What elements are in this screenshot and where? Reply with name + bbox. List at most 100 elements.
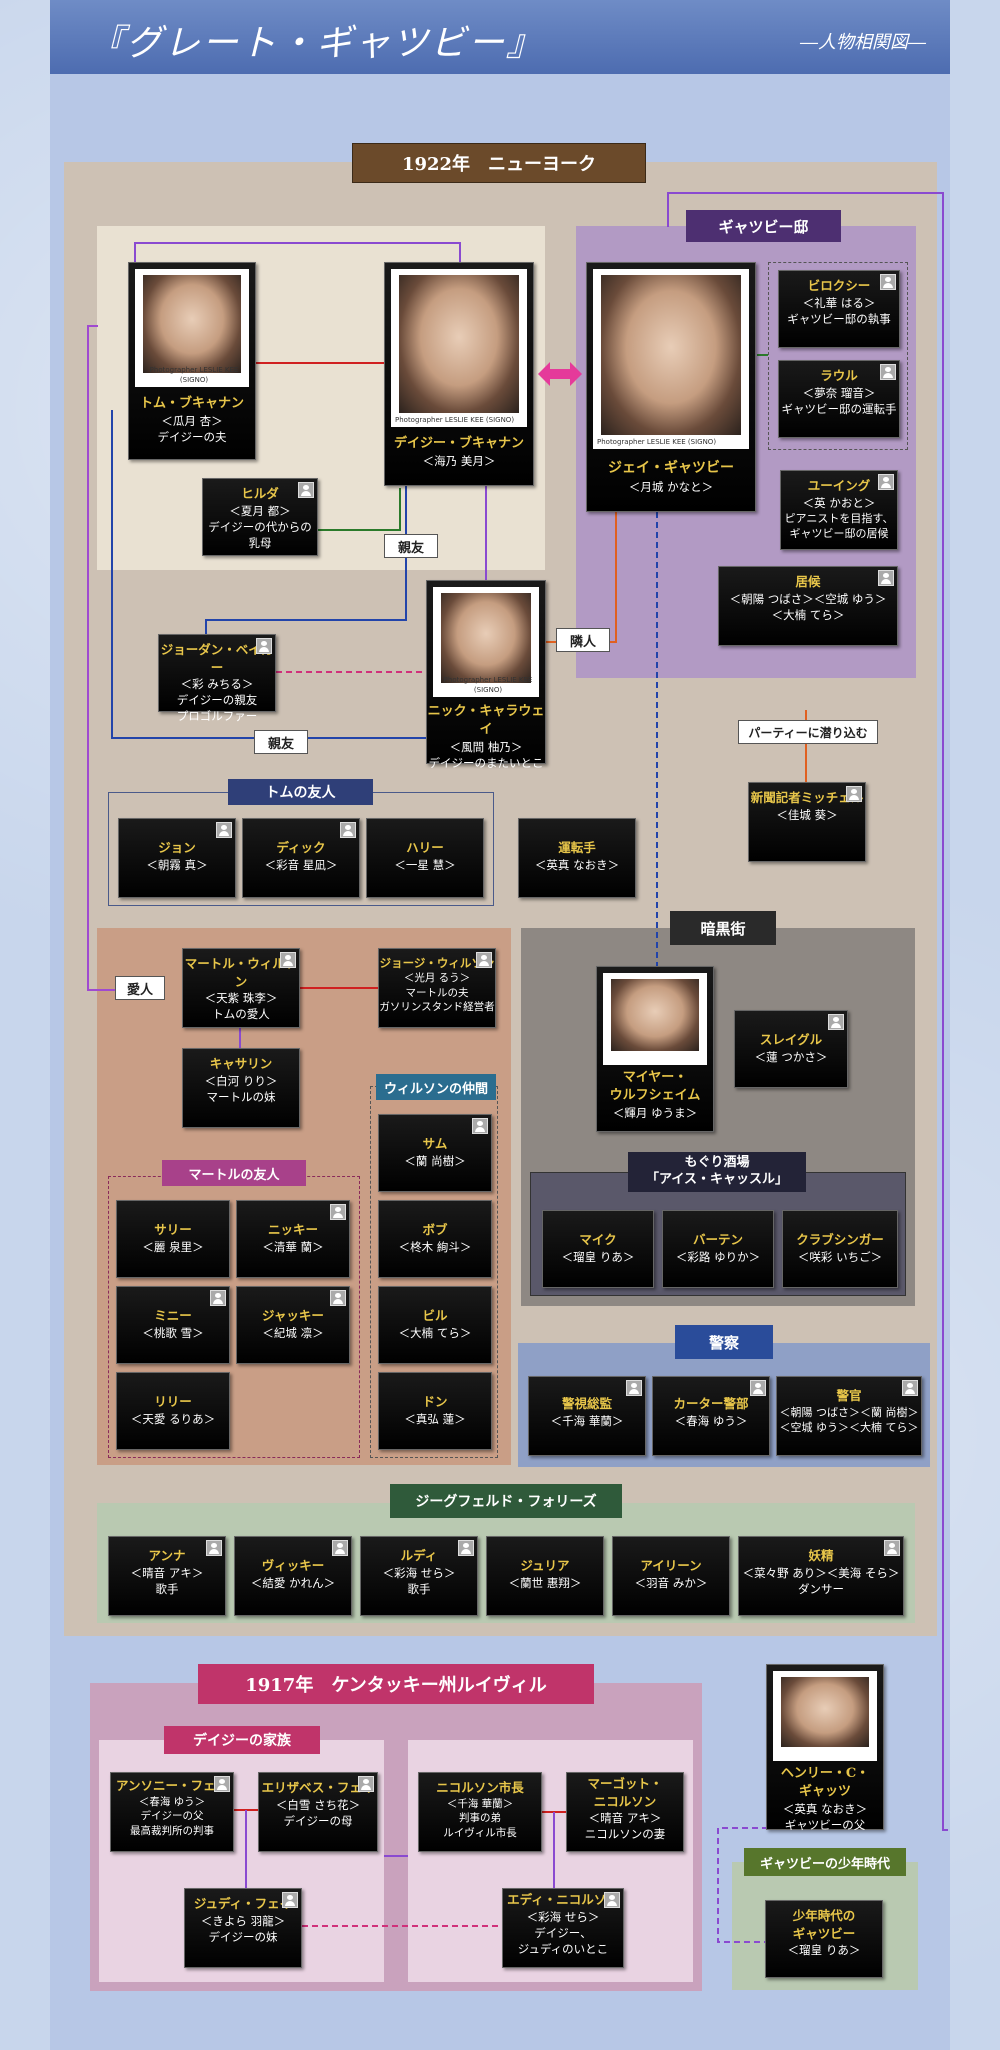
user-icon: [902, 1380, 918, 1396]
gatsby-house-title: ギャツビー邸: [686, 210, 841, 242]
character-card-don[interactable]: ドン＜真弘 蓮＞: [378, 1372, 492, 1450]
tom-nick-blue-line: [111, 410, 434, 739]
character-card-hilda[interactable]: ヒルダ＜夏月 都＞デイジーの代からの 乳母: [202, 478, 318, 556]
character-card-ewing[interactable]: ユーイング＜英 かおと＞ピアニストを目指す、 ギャツビー邸の居候: [780, 470, 898, 550]
character-card-sally[interactable]: サリー＜麗 泉里＞: [116, 1200, 230, 1278]
character-card-slagle[interactable]: スレイグル＜蓮 つかさ＞: [734, 1010, 848, 1088]
character-card-clubsinger[interactable]: クラブシンガー＜咲彩 いちご＞: [782, 1210, 898, 1288]
character-card-minnie[interactable]: ミニー＜桃歌 雪＞: [116, 1286, 230, 1364]
character-card-officers[interactable]: 警官＜朝陽 つばさ＞＜蘭 尚樹＞＜空城 ゆう＞＜大楠 てら＞: [776, 1376, 922, 1456]
character-card-harry[interactable]: ハリー＜一星 慧＞: [366, 818, 484, 898]
user-icon: [330, 1204, 346, 1220]
character-card-ruby[interactable]: ルディ＜彩海 せら＞歌手: [360, 1536, 478, 1616]
character-card-margot[interactable]: マーゴット・ ニコルソン＜晴音 アキ＞ニコルソンの妻: [566, 1772, 684, 1852]
top-purple-line: [134, 242, 461, 262]
character-card-daisy[interactable]: Photographer LESLIE KEE (SIGNO) デイジー・ブキャ…: [384, 262, 534, 486]
portrait-gatsby: Photographer LESLIE KEE (SIGNO): [593, 269, 749, 449]
user-icon: [214, 1776, 230, 1792]
character-card-mitchell[interactable]: 新聞記者ミッチェル＜佳城 葵＞: [748, 782, 866, 862]
user-icon: [846, 786, 862, 802]
young-gatsby-title: ギャツビーの少年時代: [744, 1848, 906, 1876]
label-jordan-best-friend: 親友: [254, 730, 308, 754]
henry-younggatsby-line: [717, 1827, 768, 1943]
label-party: パーティーに潜り込む: [738, 720, 878, 744]
user-icon: [828, 1014, 844, 1030]
character-card-fairy[interactable]: 妖精＜菜々野 あり＞＜美海 そら＞ダンサー: [738, 1536, 904, 1616]
tom-myrtle-line: [87, 325, 120, 991]
character-card-myrtle[interactable]: マートル・ウィルソン＜天紫 珠李＞トムの愛人: [182, 948, 300, 1028]
character-card-dick[interactable]: ディック＜彩音 星凪＞: [242, 818, 360, 898]
character-card-wolfsheim[interactable]: マイヤー・ ウルフシェイム＜輝月 ゆうま＞: [596, 966, 714, 1132]
character-card-anthony[interactable]: アンソニー・フェイ＜春海 ゆう＞デイジーの父 最高裁判所の判事: [110, 1772, 234, 1852]
user-icon: [880, 364, 896, 380]
user-icon: [880, 274, 896, 290]
character-card-catherine[interactable]: キャサリン＜白河 りり＞マートルの妹: [182, 1048, 300, 1128]
character-card-george[interactable]: ジョージ・ウィルソン＜光月 るう＞マートルの夫 ガソリンスタンド経営者: [378, 948, 496, 1028]
character-card-freeloaders[interactable]: 居候＜朝陽 つばさ＞＜空城 ゆう＞＜大楠 てら＞: [718, 566, 898, 646]
character-card-jackie[interactable]: ジャッキー＜紀城 凛＞: [236, 1286, 350, 1364]
character-card-nick[interactable]: Photographer LESLIE KEE (SIGNO) ニック・キャラウ…: [426, 580, 546, 770]
character-card-jordan[interactable]: ジョーダン・ベイカー＜彩 みちる＞デイジーの親友 プロゴルファー: [158, 634, 276, 723]
character-card-eddie[interactable]: エディ・ニコルソン＜彩海 せら＞デイジー、 ジュディのいとこ: [502, 1888, 624, 1968]
user-icon: [878, 474, 894, 490]
character-card-bill[interactable]: ビル＜大楠 てら＞: [378, 1286, 492, 1364]
character-card-sam[interactable]: サム＜蘭 尚樹＞: [378, 1114, 492, 1192]
character-card-chief[interactable]: 警視総監＜千海 華蘭＞: [528, 1376, 646, 1456]
character-card-henry[interactable]: ヘンリー・C・ ギャッツ＜英真 なおき＞ギャツビーの父: [766, 1664, 884, 1832]
page-title: 『グレート・ギャツビー』: [88, 23, 545, 64]
character-card-driver[interactable]: 運転手＜英真 なおき＞: [518, 818, 636, 898]
user-icon: [358, 1776, 374, 1792]
speakeasy-title: もぐり酒場 「アイス・キャッスル」: [628, 1152, 806, 1192]
user-icon: [298, 482, 314, 498]
character-card-mike[interactable]: マイク＜瑠皇 りあ＞: [542, 1210, 654, 1288]
ky-section-title: 1917年 ケンタッキー州ルイヴィル: [198, 1664, 594, 1704]
user-icon: [206, 1540, 222, 1556]
character-card-biloxi[interactable]: ビロクシー＜礼華 はる＞ギャツビー邸の執事: [778, 270, 900, 348]
character-card-vicky[interactable]: ヴィッキー＜結愛 かれん＞: [234, 1536, 352, 1616]
header-bar: 『グレート・ギャツビー』 ―人物相関図―: [50, 0, 950, 74]
user-icon: [280, 952, 296, 968]
user-icon: [332, 1540, 348, 1556]
myrtle-friends-title: マートルの友人: [162, 1160, 306, 1186]
gatsby-henry-line: [667, 192, 948, 1831]
label-lover: 愛人: [115, 976, 165, 1000]
character-card-nicholson[interactable]: ニコルソン市長＜千海 華蘭＞判事の弟 ルイヴィル市長: [418, 1772, 542, 1852]
user-icon: [330, 1290, 346, 1306]
police-title: 警察: [675, 1325, 773, 1359]
underworld-title: 暗黒街: [670, 911, 776, 945]
character-card-carter[interactable]: カーター警部＜春海 ゆう＞: [652, 1376, 770, 1456]
character-card-younggatsby[interactable]: 少年時代の ギャツビー＜瑠皇 りあ＞: [765, 1900, 883, 1978]
user-icon: [884, 1540, 900, 1556]
character-card-anna[interactable]: アンナ＜晴音 アキ＞歌手: [108, 1536, 226, 1616]
portrait-daisy: Photographer LESLIE KEE (SIGNO): [391, 269, 527, 427]
character-card-irene[interactable]: アイリーン＜羽音 みか＞: [612, 1536, 730, 1616]
character-card-julia[interactable]: ジュリア＜蘭世 惠翔＞: [486, 1536, 604, 1616]
character-card-bob[interactable]: ボブ＜柊木 絢斗＞: [378, 1200, 492, 1278]
character-card-judy[interactable]: ジュディ・フェイ＜きよら 羽龍＞デイジーの妹: [184, 1888, 302, 1968]
character-card-lily[interactable]: リリー＜天愛 るりあ＞: [116, 1372, 230, 1450]
user-icon: [878, 570, 894, 586]
gatsby-staff-group: [768, 262, 908, 450]
user-icon: [256, 638, 272, 654]
ziegfeld-title: ジーグフェルド・フォリーズ: [390, 1484, 622, 1518]
character-card-barten[interactable]: バーテン＜彩路 ゆりか＞: [662, 1210, 774, 1288]
page-subtitle: ―人物相関図―: [800, 32, 926, 53]
user-icon: [476, 952, 492, 968]
daisy-family-title: デイジーの家族: [164, 1726, 320, 1754]
character-card-raoul[interactable]: ラウル＜夢奈 瑠音＞ギャツビー邸の運転手: [778, 360, 900, 438]
character-card-tom[interactable]: Photographer LESLIE KEE (SIGNO) トム・ブキャナン…: [128, 262, 256, 460]
user-icon: [604, 1892, 620, 1908]
character-card-nicky[interactable]: ニッキー＜清華 蘭＞: [236, 1200, 350, 1278]
daisy-gatsby-arrow-icon: [538, 362, 582, 386]
character-card-elizabeth[interactable]: エリザベス・フェイ＜白雪 さち花＞デイジーの母: [258, 1772, 378, 1852]
portrait-wolfsheim: [603, 973, 707, 1065]
user-icon: [458, 1540, 474, 1556]
user-icon: [472, 1118, 488, 1134]
character-card-gatsby[interactable]: Photographer LESLIE KEE (SIGNO) ジェイ・ギャツビ…: [586, 262, 756, 512]
portrait-nick: Photographer LESLIE KEE (SIGNO): [433, 587, 539, 697]
portrait-tom: Photographer LESLIE KEE (SIGNO): [135, 269, 249, 387]
user-icon: [750, 1380, 766, 1396]
character-card-john[interactable]: ジョン＜朝霧 真＞: [118, 818, 236, 898]
tom-friends-title: トムの友人: [228, 779, 373, 805]
user-icon: [282, 1892, 298, 1908]
